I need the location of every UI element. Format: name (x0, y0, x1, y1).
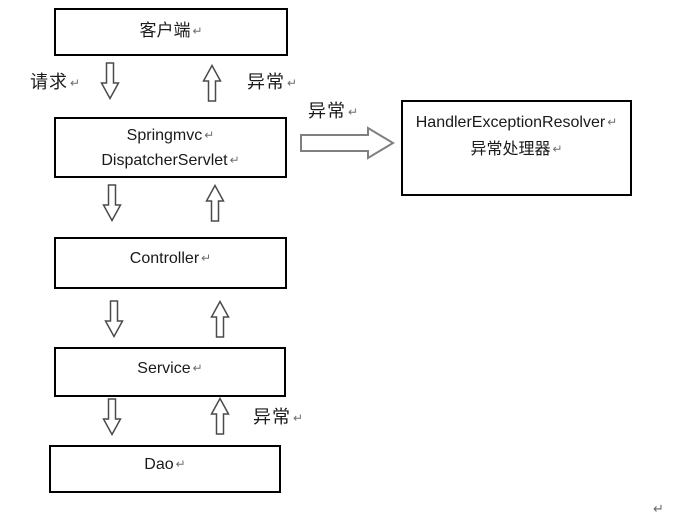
arrow-up-icon (210, 397, 230, 435)
node-handler-exception-resolver: HandlerExceptionResolver↵ 异常处理器↵ (401, 100, 632, 196)
node-resolver-label-line2: 异常处理器↵ (470, 141, 563, 158)
arrow-up-icon (210, 300, 230, 338)
paragraph-mark-icon: ↵ (201, 251, 212, 265)
paragraph-mark-icon: ↵ (192, 361, 203, 375)
node-service: Service↵ (54, 347, 286, 397)
paragraph-mark-icon: ↵ (70, 76, 81, 90)
paragraph-mark-icon: ↵ (653, 501, 664, 516)
edge-label-exception-to-resolver: 异常↵ (308, 101, 359, 121)
paragraph-mark-icon: ↵ (348, 105, 359, 119)
node-client: 客户端↵ (54, 8, 288, 56)
arrow-right-icon (300, 126, 395, 160)
node-dispatcher-servlet: Springmvc↵ DispatcherServlet↵ (54, 117, 287, 178)
edge-label-exception-to-client: 异常↵ (247, 72, 298, 92)
arrow-down-icon (102, 398, 122, 436)
node-service-label: Service↵ (137, 360, 203, 377)
edge-label-exception-from-dao: 异常↵ (253, 407, 304, 427)
node-dispatcher-label-line1: Springmvc↵ (126, 127, 215, 144)
paragraph-mark-icon: ↵ (287, 76, 298, 90)
paragraph-mark-icon: ↵ (293, 411, 304, 425)
arrow-down-icon (102, 184, 122, 222)
paragraph-mark-icon: ↵ (175, 457, 186, 471)
arrow-up-icon (205, 184, 225, 222)
paragraph-mark-icon: ↵ (204, 128, 215, 142)
paragraph-mark-icon: ↵ (607, 115, 618, 129)
paragraph-mark-icon: ↵ (552, 142, 563, 156)
edge-label-request: 请求↵ (30, 72, 81, 92)
arrow-down-icon (100, 62, 120, 100)
node-controller-label: Controller↵ (129, 250, 212, 267)
paragraph-mark-icon: ↵ (229, 153, 240, 167)
node-controller: Controller↵ (54, 237, 287, 289)
node-dao: Dao↵ (49, 445, 281, 493)
node-dispatcher-label-line2: DispatcherServlet↵ (101, 152, 240, 169)
node-dao-label: Dao↵ (144, 456, 186, 473)
arrow-up-icon (202, 64, 222, 102)
paragraph-mark-icon: ↵ (192, 24, 203, 38)
node-resolver-label-line1: HandlerExceptionResolver↵ (415, 114, 618, 131)
node-client-label: 客户端↵ (139, 21, 203, 40)
arrow-down-icon (104, 300, 124, 338)
